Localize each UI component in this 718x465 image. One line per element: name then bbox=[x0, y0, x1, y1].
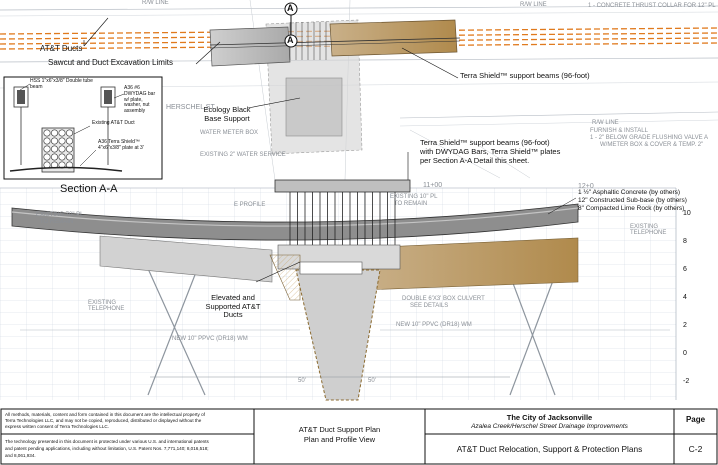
station-label: 11+00 bbox=[423, 182, 443, 189]
terra-shield-note-2: with DWYDAG Bars, Terra Shield™ plates bbox=[420, 147, 561, 156]
conduit-circle bbox=[58, 153, 66, 161]
rw-line-right-label: R/W LINE bbox=[592, 120, 619, 126]
plan-set-title: AT&T Duct Relocation, Support & Protecti… bbox=[456, 444, 643, 454]
page-label: Page bbox=[685, 415, 706, 424]
copyright-line-1: All methods, materials, content and form… bbox=[5, 412, 205, 417]
sawcut-limits-label: Sawcut and Duct Excavation Limits bbox=[48, 58, 173, 67]
callout-a-top: A bbox=[287, 3, 294, 13]
callout-a-bottom: A bbox=[287, 35, 294, 45]
to-remain-label: TO REMAIN bbox=[40, 219, 74, 225]
conduit-circle bbox=[66, 153, 74, 161]
patent-line-3: and 8,061,934. bbox=[5, 453, 36, 458]
conduit-circle bbox=[50, 137, 58, 145]
elevated-ducts-label: Elevated and Supported AT&T Ducts bbox=[205, 293, 261, 320]
herschel-st-label: HERSCHEL ST bbox=[166, 104, 215, 111]
detail-box bbox=[3, 76, 163, 180]
asphalt-label: 1 ½" Asphaltic Concrete (by others) bbox=[578, 189, 681, 196]
elevation-tick-label: 8 bbox=[683, 238, 687, 245]
rw-line-top-right: R/W LINE bbox=[520, 2, 547, 8]
profile-left-label: E PROFILE bbox=[234, 202, 266, 208]
see-details-label: SEE DETAILS bbox=[410, 303, 449, 309]
flushing-valve-label: 1 - 2" BELOW GRADE FLUSHING VALVE A bbox=[590, 135, 708, 141]
conduit-circle bbox=[66, 137, 74, 145]
existing-water-label: EXISTING 2" WATER SERVICE bbox=[200, 152, 286, 158]
conduit-circle bbox=[66, 129, 74, 137]
detail-label-dywidag: A36 #6 DWYDAG bar w/ plate, washer, nut … bbox=[124, 85, 156, 114]
elevation-tick-label: 6 bbox=[683, 266, 687, 273]
drawing-name-1: AT&T Duct Support Plan bbox=[298, 425, 381, 434]
title-block-frame bbox=[0, 408, 718, 465]
att-ducts-label: AT&T Ducts bbox=[40, 44, 83, 53]
existing-telephone-left: EXISTING TELEPHONE bbox=[88, 300, 125, 312]
new-pvc-center-label: NEW 10" PPVC (DR18) WM bbox=[396, 322, 472, 328]
section-a-a bbox=[0, 179, 677, 401]
conduit-circle bbox=[43, 137, 51, 145]
to-remain-right-label: TO REMAIN bbox=[394, 201, 428, 207]
conduit-circle bbox=[43, 129, 51, 137]
section-title: Section A-A bbox=[60, 183, 118, 195]
conduit-circle bbox=[50, 129, 58, 137]
plan-view bbox=[0, 0, 718, 181]
elevation-tick-label: 4 bbox=[683, 294, 687, 301]
existing-10-right-label: EXISTING 10" PL bbox=[390, 194, 438, 200]
elevation-tick-label: 10 bbox=[683, 210, 691, 217]
elevation-tick-label: 0 bbox=[683, 350, 687, 357]
conduit-circle bbox=[58, 137, 66, 145]
dim-right-label: 50' bbox=[368, 378, 376, 384]
detail-label-hss: HSS 1"x6"x3/8" Double tube beam bbox=[30, 78, 93, 90]
thrust-collar-note: 1 - CONCRETE THRUST COLLAR FOR 12" PL bbox=[588, 3, 716, 9]
conduit-bundle bbox=[43, 129, 74, 169]
dim-left-label: 50' bbox=[298, 378, 306, 384]
new-pvc-left-label: NEW 10" PPVC (DR18) WM bbox=[172, 336, 248, 342]
rw-line-label: R/W LINE bbox=[142, 0, 169, 6]
terra-shield-note-3: per Section A-A Detail this sheet. bbox=[420, 156, 530, 165]
limerock-label: 8" Compacted Lime Rock (by others) bbox=[578, 205, 685, 212]
meter-box-label: W/METER BOX & COVER & TEMP. 2" bbox=[600, 142, 704, 148]
client-name: The City of Jacksonville bbox=[506, 413, 593, 422]
furnish-install-label: FURNISH & INSTALL bbox=[590, 128, 648, 134]
conduit-circle bbox=[58, 129, 66, 137]
existing-70-label: EXISTING 70" PL bbox=[36, 212, 84, 218]
conduit-circle bbox=[58, 145, 66, 153]
drawing-name-2: Plan and Profile View bbox=[303, 435, 376, 444]
patent-line-2: and patent pending applications, includi… bbox=[5, 446, 209, 451]
conduit-circle bbox=[43, 153, 51, 161]
terra-shield-plan-label: Terra Shield™ support beams (96-foot) bbox=[460, 71, 590, 80]
elevation-tick-label: -2 bbox=[683, 378, 690, 385]
copyright-line-2: Terra Technologies LLC, and may not be c… bbox=[5, 418, 202, 423]
copyright-line-3: express written consent of Terra Technol… bbox=[5, 424, 110, 429]
elevation-tick-label: 2 bbox=[683, 322, 687, 329]
page-number: C-2 bbox=[688, 444, 703, 454]
conduit-circle bbox=[50, 145, 58, 153]
existing-telephone-right: EXISTING TELEPHONE bbox=[630, 224, 667, 236]
conduit-circle bbox=[43, 145, 51, 153]
detail-label-plate: A36 Terra Shield™ 4"x6"x3/8" plate at 3' bbox=[98, 139, 144, 151]
patent-line-1: The technology presented in this documen… bbox=[5, 439, 209, 444]
station-right-label: 12+0 bbox=[578, 183, 594, 190]
conduit-circle bbox=[66, 145, 74, 153]
detail-label-existing-duct: Existing AT&T Duct bbox=[92, 120, 135, 126]
project-name: Azalea Creek/Herschel Street Drainage Im… bbox=[471, 423, 628, 430]
conduit-circle bbox=[50, 153, 58, 161]
water-meter-label: WATER METER BOX bbox=[200, 130, 259, 136]
terra-shield-note-1: Terra Shield™ support beams (96-foot) bbox=[420, 138, 550, 147]
ecology-block-label: Ecology Black Base Support bbox=[203, 105, 251, 123]
subbase-label: 12" Constructed Sub-base (by others) bbox=[578, 197, 687, 204]
box-culvert-label: DOUBLE 6'X3' BOX CULVERT bbox=[402, 296, 485, 302]
